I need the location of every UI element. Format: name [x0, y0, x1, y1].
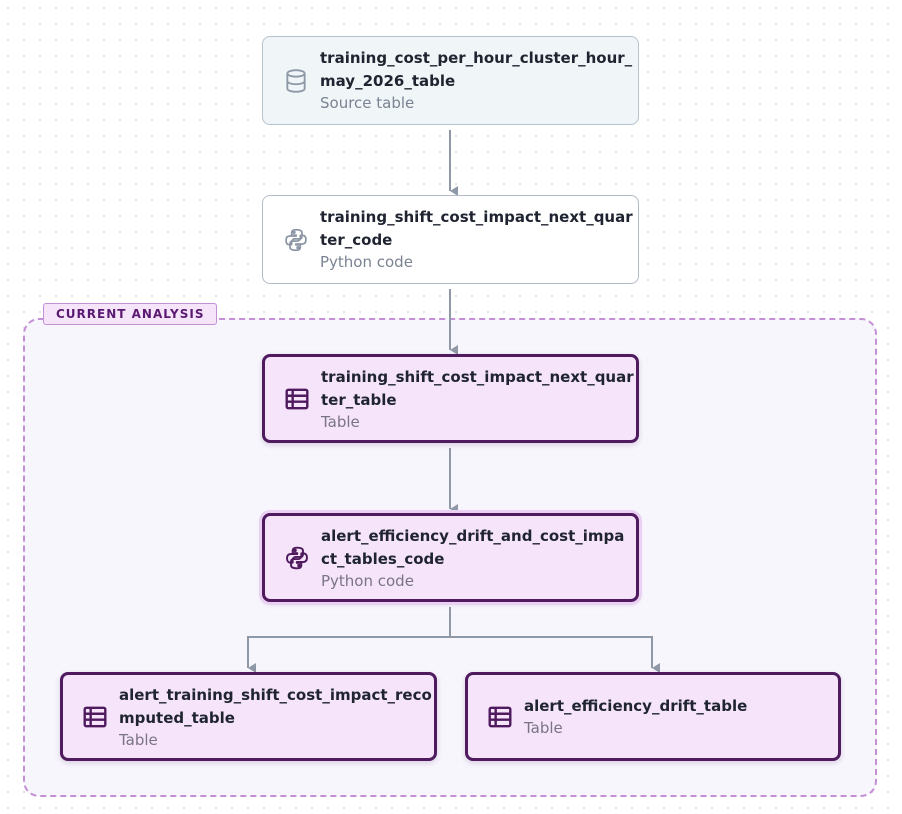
table-icon	[82, 704, 108, 730]
node-title: alert_efficiency_drift_and_cost_impa	[321, 527, 625, 545]
node-table-recomputed[interactable]: alert_training_shift_cost_impact_reco mp…	[60, 672, 437, 761]
table-icon	[284, 386, 310, 412]
node-table-drift[interactable]: alert_efficiency_drift_table Table	[465, 672, 841, 761]
node-title: training_shift_cost_impact_next_quar	[320, 208, 633, 226]
node-table[interactable]: training_shift_cost_impact_next_quar ter…	[262, 354, 639, 443]
node-title: mputed_table	[119, 709, 235, 727]
python-icon	[283, 227, 309, 253]
node-title: may_2026_table	[320, 72, 456, 90]
node-title: ter_table	[321, 391, 397, 409]
node-subtitle: Source table	[320, 94, 415, 112]
node-title: ter_code	[320, 231, 393, 249]
node-source-table[interactable]: training_cost_per_hour_cluster_hour_ may…	[262, 36, 639, 125]
node-title: alert_training_shift_cost_impact_reco	[119, 686, 432, 704]
database-icon	[283, 68, 309, 94]
node-python-code[interactable]: training_shift_cost_impact_next_quar ter…	[262, 195, 639, 284]
node-subtitle: Table	[321, 413, 360, 431]
node-title: alert_efficiency_drift_table	[524, 697, 748, 715]
node-title: training_cost_per_hour_cluster_hour_	[320, 49, 633, 67]
current-analysis-label: CURRENT ANALYSIS	[43, 303, 218, 325]
python-icon	[284, 545, 310, 571]
node-title: ct_tables_code	[321, 550, 445, 568]
node-subtitle: Python code	[321, 572, 414, 590]
table-icon	[487, 704, 513, 730]
node-subtitle: Table	[524, 719, 563, 737]
node-subtitle: Table	[119, 731, 158, 749]
node-title: training_shift_cost_impact_next_quar	[321, 368, 634, 386]
node-python-code-analysis[interactable]: alert_efficiency_drift_and_cost_impa ct_…	[262, 513, 639, 602]
node-subtitle: Python code	[320, 253, 413, 271]
